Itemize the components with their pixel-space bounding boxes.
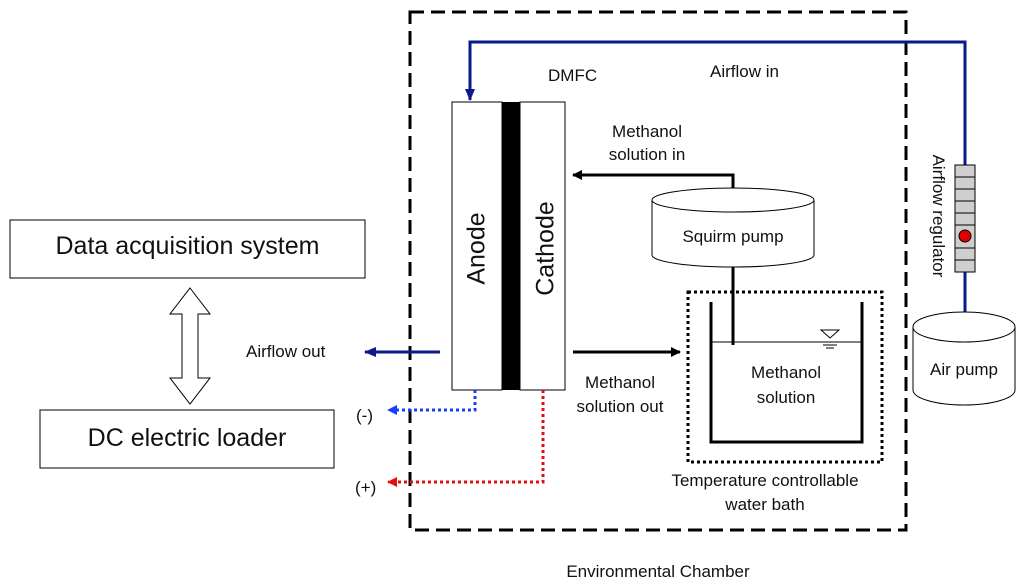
liquid-level-icon — [819, 329, 841, 349]
airflow-in-label: Airflow in — [710, 62, 779, 81]
methanol-in-label-line1: Methanol — [612, 122, 682, 141]
air-pump-label: Air pump — [929, 360, 999, 379]
airflow-regulator — [954, 164, 976, 273]
data-acquisition-box — [9, 219, 366, 279]
data-acquisition-label: Data acquisition system — [55, 232, 320, 260]
methanol-solution-label-line1: Methanol — [751, 363, 821, 382]
water-bath-border — [686, 290, 884, 464]
dc-loader-box — [39, 409, 335, 469]
water-bath-label-line2: water bath — [725, 495, 805, 514]
cathode-label: Cathode — [531, 201, 560, 296]
cathode-block — [519, 101, 566, 391]
water-bath-label-line1: Temperature controllable — [671, 471, 859, 490]
airflow-in-line — [465, 40, 967, 165]
dc-loader-label: DC electric loader — [87, 424, 287, 452]
airflow-regulator-label: Airflow regulator — [929, 154, 948, 278]
environmental-chamber-label: Environmental Chamber — [566, 562, 750, 581]
regulator-indicator-icon — [958, 229, 972, 243]
double-arrow-icon — [168, 287, 212, 405]
methanol-out-label-line1: Methanol — [585, 373, 655, 392]
positive-wire — [387, 390, 545, 487]
methanol-in-label-line2: solution in — [608, 145, 686, 164]
methanol-in-line — [572, 170, 735, 188]
positive-label: (+) — [355, 478, 377, 497]
air-pump-cylinder — [912, 311, 1016, 406]
methanol-container — [709, 302, 864, 444]
methanol-out-label-line2: solution out — [576, 397, 664, 416]
environmental-chamber-border — [408, 10, 908, 532]
anode-block — [451, 101, 503, 391]
squirm-pump-label: Squirm pump — [682, 227, 784, 246]
dmfc-label: DMFC — [548, 66, 598, 85]
airflow-out-label: Airflow out — [246, 342, 326, 361]
negative-label: (-) — [356, 406, 373, 425]
anode-label: Anode — [462, 212, 491, 285]
methanol-solution-label-line2: solution — [756, 388, 816, 407]
negative-wire — [387, 390, 477, 415]
membrane — [502, 102, 520, 390]
